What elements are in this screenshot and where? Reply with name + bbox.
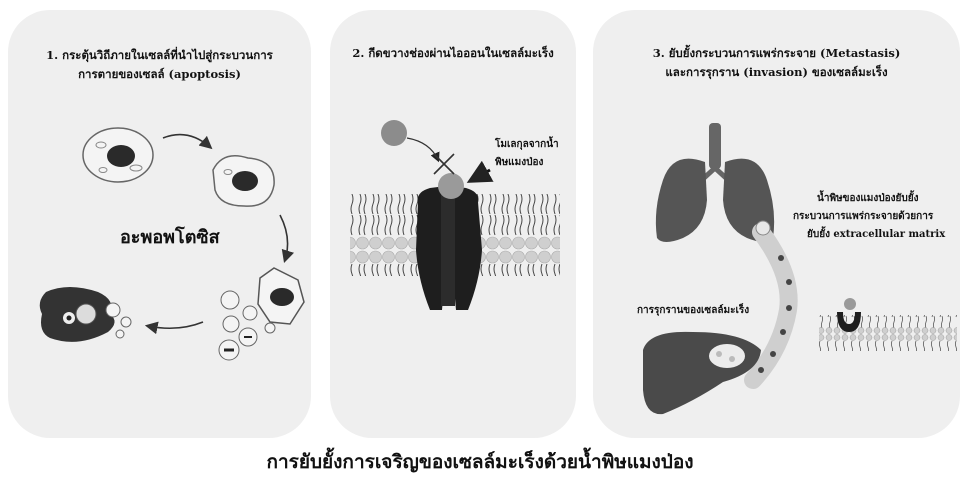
blebbing-cell-icon: [258, 268, 304, 333]
apoptotic-bodies-icon: [219, 291, 257, 360]
block-x-icon: [434, 154, 454, 174]
inhibit-label-line1: น้ำพิษของแมงป่องยับยั้ง: [817, 192, 918, 206]
metastasis-panel: 3. ยับยั้งกระบวนการแพร่กระจาย (Metastasi…: [593, 10, 960, 438]
apoptosis-center-label: อะพอพโตซิส: [120, 222, 220, 251]
cycle-arrow-3: [148, 322, 203, 328]
invasion-label: การรุกรานของเซลล์มะเร็ง: [637, 304, 749, 318]
ion-channel-icon: [416, 186, 482, 310]
ion-channel-illustration: [330, 10, 576, 438]
venom-pointer-arrow: [472, 170, 490, 180]
healthy-cell-icon: [83, 128, 153, 182]
apoptosis-panel: 1. กระตุ้นวิถีภายในเซลล์ที่นำไปสู่กระบวน…: [8, 10, 311, 438]
free-venom-molecule: [381, 120, 407, 146]
inhibit-label-line2: กระบวนการแพร่กระจายด้วยการ: [793, 210, 933, 224]
cycle-arrow-1: [163, 135, 210, 147]
lungs-icon: [656, 123, 774, 242]
venom-label-line2: พิษแมงป่อง: [495, 156, 543, 170]
liver-icon: [643, 332, 761, 414]
figure-caption: การยับยั้งการเจริญของเซลล์มะเร็งด้วยน้ำพ…: [0, 447, 960, 477]
cycle-arrow-2: [280, 215, 288, 260]
inhibitor-molecule: [844, 298, 856, 310]
shrinking-cell-icon: [213, 156, 274, 206]
metastasis-illustration: [593, 10, 960, 438]
macrophage-icon: [40, 287, 131, 342]
venom-label-line1: โมเลกุลจากน้ำ: [495, 138, 559, 152]
ion-channel-panel: 2. กีดขวางช่องผ่านไอออนในเซลล์มะเร็ง: [330, 10, 576, 438]
inhibit-label-line3: ยับยั้ง extracellular matrix: [807, 228, 945, 242]
bound-venom-molecule: [438, 173, 464, 199]
